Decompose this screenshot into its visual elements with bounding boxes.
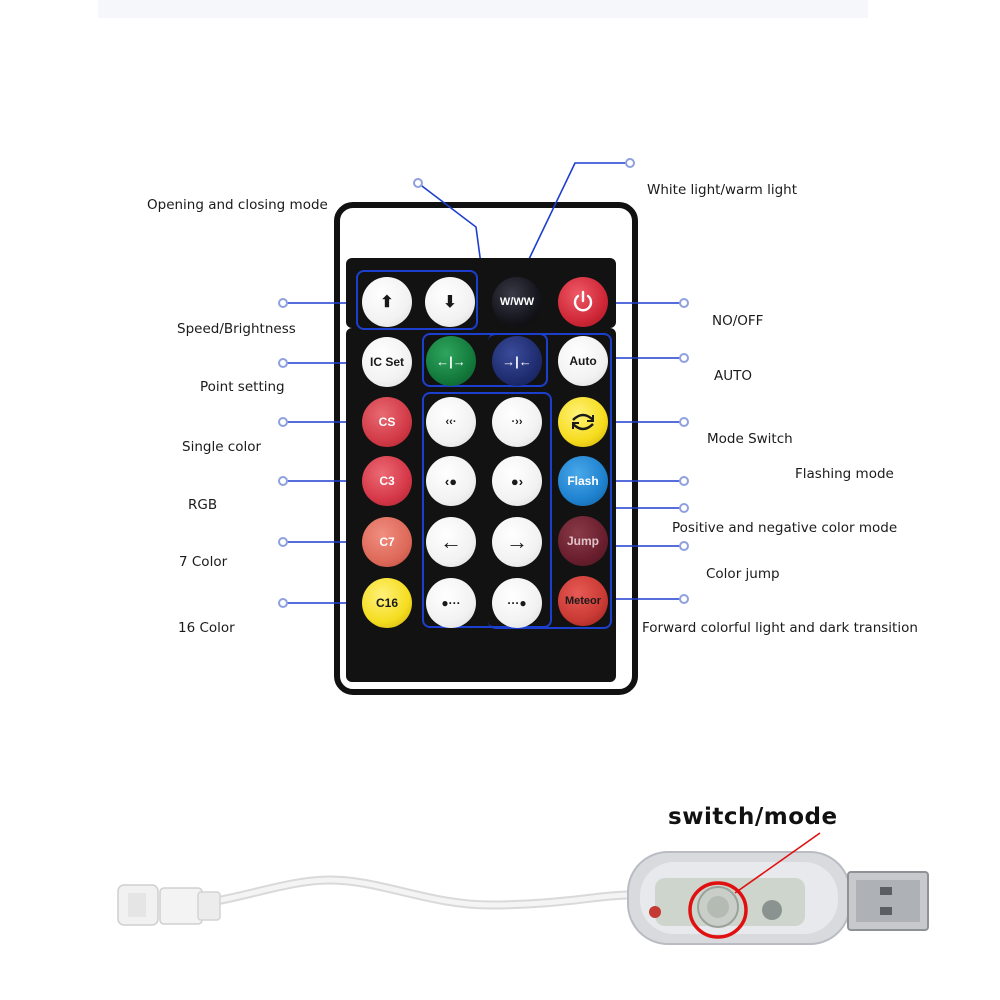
label-flashing-mode: Flashing mode (795, 466, 894, 482)
flow-left-button[interactable]: ‹‹· (426, 397, 476, 447)
burst-right-icon: ●› (510, 473, 524, 489)
label-rgb: RGB (188, 497, 218, 513)
label-forward-transition: Forward colorful light and dark transiti… (642, 620, 918, 636)
ww-label: W/WW (499, 296, 535, 308)
white-warm-button[interactable]: W/WW (492, 277, 542, 327)
connector-dot (278, 598, 288, 608)
label-speed-brightness: Speed/Brightness (177, 321, 296, 337)
group-right-modes (488, 333, 612, 629)
usb-controller-illustration (117, 832, 929, 945)
label-positive-negative: Positive and negative color mode (672, 520, 898, 536)
trail-left-button[interactable]: ●··· (426, 578, 476, 628)
connector-dot (278, 358, 288, 368)
trail-left-icon: ●··· (441, 596, 461, 610)
label-seven-color: 7 Color (179, 554, 228, 570)
converge-right-button[interactable]: ●› (492, 456, 542, 506)
switch-mode-label: switch/mode (668, 804, 838, 830)
c16-button[interactable]: C16 (362, 578, 412, 628)
label-point-setting: Point setting (200, 379, 285, 395)
cycle-icon (572, 413, 594, 431)
connector-dot (413, 178, 423, 188)
label-sixteen-color: 16 Color (178, 620, 235, 636)
mode-switch-button[interactable] (558, 397, 608, 447)
arrow-down-icon: ⬇ (443, 294, 457, 311)
label-no-off: NO/OFF (712, 313, 764, 329)
label-opening-closing: Opening and closing mode (147, 197, 328, 213)
label-white-warm: White light/warm light (647, 182, 798, 198)
collapse-arrows-icon: →|← (502, 353, 532, 369)
arrow-right-button[interactable]: → (492, 517, 542, 567)
meteor-button[interactable]: Meteor (558, 576, 608, 626)
group-pattern-keys (422, 392, 552, 628)
auto-button[interactable]: Auto (558, 336, 608, 386)
flash-button[interactable]: Flash (558, 456, 608, 506)
top-band (98, 0, 868, 18)
close-mode-button[interactable]: →|← (492, 336, 542, 386)
connector-dot (679, 298, 689, 308)
speed-down-button[interactable]: ⬇ (425, 277, 475, 327)
arrow-up-icon: ⬆ (380, 294, 394, 311)
connector-dot (679, 503, 689, 513)
connector-dot (278, 537, 288, 547)
c7-button[interactable]: C7 (362, 517, 412, 567)
connector-dot (278, 476, 288, 486)
connector-dot (278, 298, 288, 308)
connector-dot (625, 158, 635, 168)
c16-label: C16 (375, 596, 398, 610)
auto-label: Auto (569, 354, 597, 368)
arrow-left-icon: ← (440, 529, 462, 554)
power-button[interactable] (558, 277, 608, 327)
group-speed-brightness (356, 270, 478, 330)
ic-set-label: IC Set (369, 355, 404, 369)
flow-right-icon: ·›› (511, 416, 523, 428)
converge-left-button[interactable]: ‹● (426, 456, 476, 506)
c7-label: C7 (379, 535, 395, 549)
connector-dot (278, 417, 288, 427)
burst-left-icon: ‹● (444, 473, 458, 489)
group-opening-closing (422, 333, 548, 387)
speed-up-button[interactable]: ⬆ (362, 277, 412, 327)
trail-right-icon: ···● (507, 596, 527, 610)
connector-dot (679, 594, 689, 604)
meteor-label: Meteor (564, 595, 602, 607)
cs-label: CS (378, 415, 396, 429)
cs-button[interactable]: CS (362, 397, 412, 447)
jump-button[interactable]: Jump (558, 516, 608, 566)
label-auto: AUTO (714, 368, 752, 384)
label-mode-switch: Mode Switch (707, 431, 793, 447)
c3-button[interactable]: C3 (362, 456, 412, 506)
connector-dot (679, 476, 689, 486)
flash-label: Flash (567, 474, 599, 488)
label-color-jump: Color jump (706, 566, 780, 582)
open-mode-button[interactable]: ←|→ (426, 336, 476, 386)
expand-arrows-icon: ←|→ (436, 353, 466, 369)
trail-right-button[interactable]: ···● (492, 578, 542, 628)
label-single-color: Single color (182, 439, 262, 455)
connector-dot (679, 541, 689, 551)
connector-dot (679, 353, 689, 363)
flow-left-icon: ‹‹· (445, 416, 457, 428)
jump-label: Jump (566, 534, 599, 548)
arrow-right-icon: → (506, 529, 528, 554)
arrow-left-button[interactable]: ← (426, 517, 476, 567)
ic-set-button[interactable]: IC Set (362, 337, 412, 387)
connector-dot (679, 417, 689, 427)
power-icon (573, 290, 593, 312)
c3-label: C3 (379, 474, 395, 488)
flow-right-button[interactable]: ·›› (492, 397, 542, 447)
